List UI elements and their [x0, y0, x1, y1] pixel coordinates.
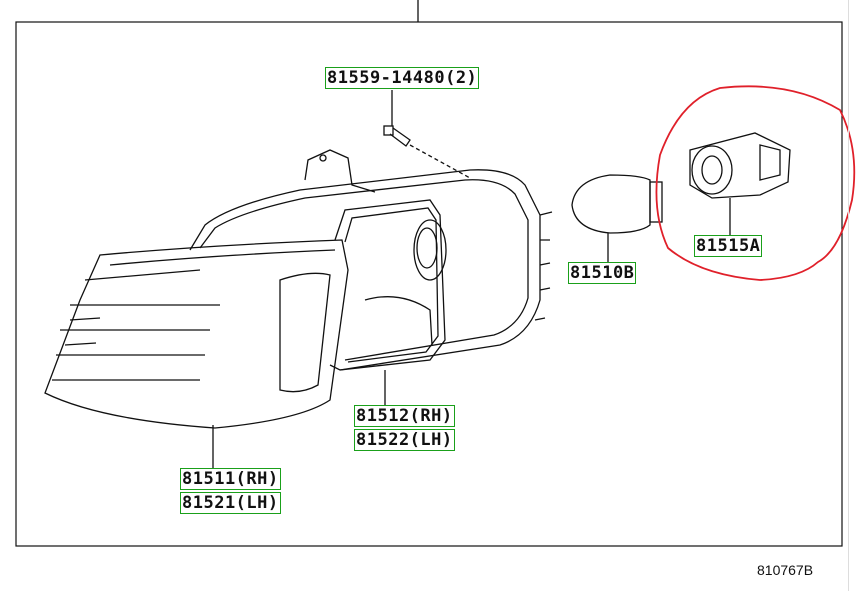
diagram-frame [15, 21, 843, 547]
housing-lh-part-number[interactable]: 81522(LH) [354, 429, 455, 451]
socket-part-number[interactable]: 81515A [694, 235, 763, 257]
screw-drawing [383, 90, 471, 179]
label-bulb: 81510B [568, 262, 637, 286]
housing-rh-part-number[interactable]: 81512(RH) [354, 405, 455, 427]
label-housing: 81512(RH) 81522(LH) [354, 405, 455, 453]
highlight-circle [655, 85, 856, 281]
label-screw: 81559-14480(2) [325, 67, 480, 91]
page-edge-divider [848, 0, 849, 591]
label-socket: 81515A [694, 235, 763, 259]
figure-code: 810767B [757, 562, 814, 578]
bulb-drawing [571, 174, 663, 262]
lens-lh-part-number[interactable]: 81521(LH) [180, 492, 281, 514]
bulb-part-number[interactable]: 81510B [568, 262, 637, 284]
lamp-housing [189, 149, 553, 371]
lamp-lens [44, 239, 349, 429]
screw-part-number[interactable]: 81559-14480(2) [325, 67, 480, 89]
label-lens: 81511(RH) 81521(LH) [180, 468, 281, 516]
socket-drawing [689, 132, 791, 235]
lens-rh-part-number[interactable]: 81511(RH) [180, 468, 281, 490]
